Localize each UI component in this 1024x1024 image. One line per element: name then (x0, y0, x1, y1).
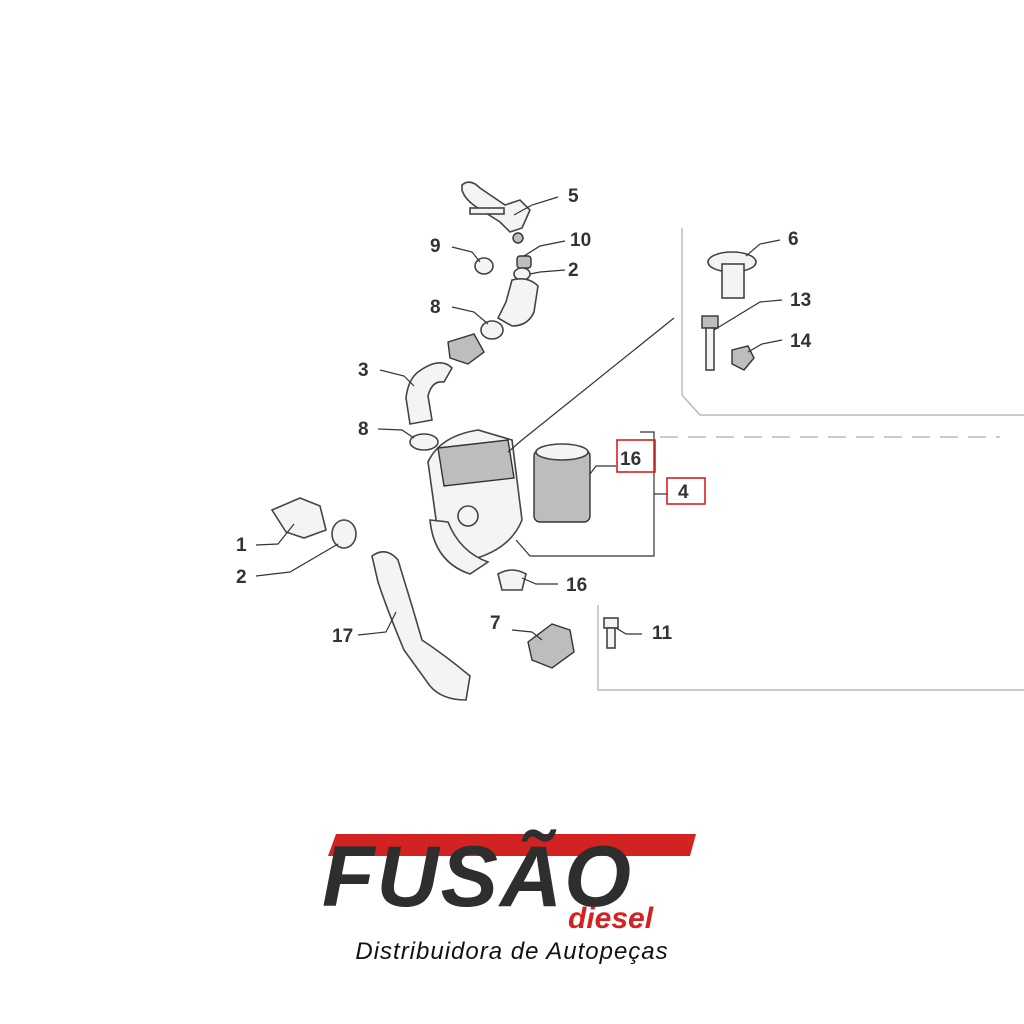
part-ring-upper (480, 320, 504, 340)
callout-1: 1 (236, 535, 247, 556)
part-elbow-hose (405, 362, 453, 425)
brand-logo: FUSÃO diesel (322, 829, 696, 935)
part-o-ring (474, 257, 494, 275)
part-filter-housing (427, 429, 523, 575)
logo-subtitle: diesel (568, 902, 654, 935)
part-sleeve (516, 255, 532, 269)
callout-7: 7 (490, 613, 501, 634)
part-bolt-long (701, 315, 719, 371)
callout-9: 9 (430, 236, 441, 257)
callout-6: 6 (788, 229, 799, 250)
callout-10: 10 (570, 230, 591, 251)
part-sensor-lower (527, 623, 575, 669)
section-boundary-bottom (597, 605, 1024, 691)
highlight-box-4 (666, 477, 706, 505)
parts-diagram: 5 10 2 9 8 3 8 1 2 17 7 11 16 6 13 14 17… (236, 181, 1024, 701)
brand-tagline: Distribuidora de Autopeças (355, 938, 669, 965)
highlight-box-16 (616, 439, 656, 473)
section-boundary-right (681, 228, 1024, 416)
part-filter-element (533, 443, 591, 523)
part-nut (731, 345, 755, 371)
part-ring-lower (409, 433, 439, 451)
logo-red-stripe (328, 834, 696, 856)
part-long-hose (371, 551, 471, 701)
part-clamp-lower (331, 519, 357, 549)
callout-8-upper: 8 (430, 297, 441, 318)
callout-13: 13 (790, 290, 811, 311)
part-sensor-bracket (461, 181, 531, 244)
part-upper-hose (496, 278, 539, 327)
callout-3: 3 (358, 360, 369, 381)
callout-2-lower: 2 (236, 567, 247, 588)
part-bolt-short (603, 617, 619, 649)
part-sensor-housing (447, 333, 485, 365)
callout-4: 4 (678, 482, 689, 503)
callout-15: 16 (566, 575, 587, 596)
callout-16-label: 16 (620, 449, 641, 470)
logo-wordmark: FUSÃO (322, 829, 633, 925)
callout-5: 5 (568, 186, 579, 207)
callout-2-upper: 2 (568, 260, 579, 281)
callout-14: 14 (790, 331, 812, 352)
part-inlet-duct (270, 497, 327, 539)
callout-11: 11 (652, 623, 673, 644)
part-bushing (707, 251, 757, 299)
part-drain-cap (497, 569, 527, 591)
callout-17: 17 (332, 626, 353, 647)
callout-8-lower: 8 (358, 419, 369, 440)
